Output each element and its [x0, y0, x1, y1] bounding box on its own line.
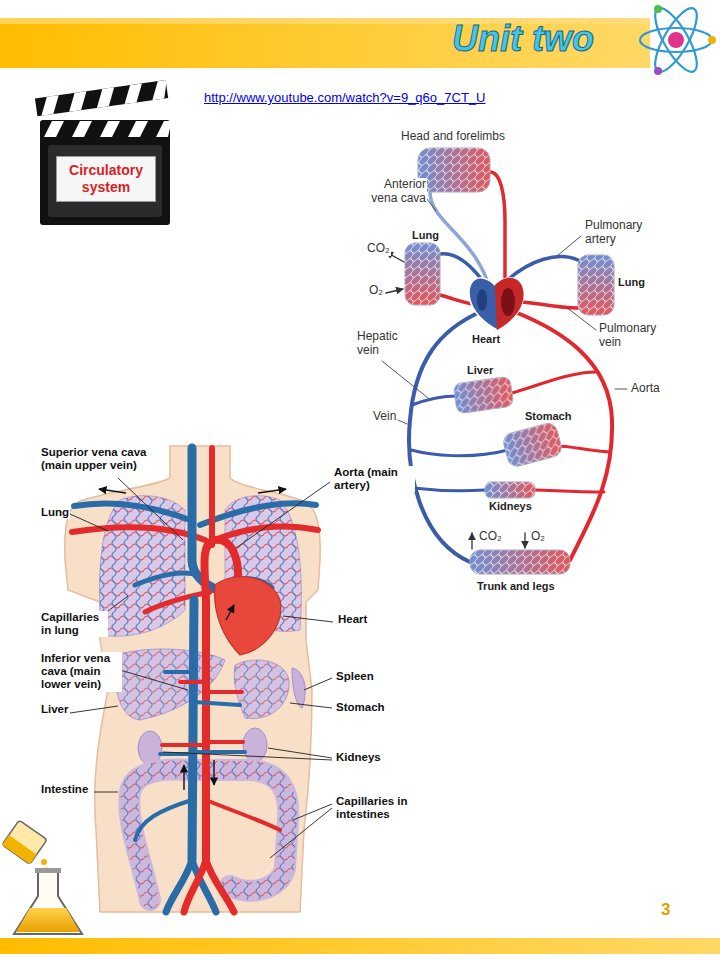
organ-label: Kidneys: [488, 500, 533, 513]
vessel-label: Aorta: [630, 382, 661, 396]
gas-label: O₂: [368, 284, 384, 298]
organ-label: Stomach: [524, 410, 572, 423]
circulation-schematic: [382, 148, 627, 574]
clapperboard-icon: [35, 80, 170, 225]
organ-label: Heart: [471, 333, 501, 346]
part-label: Liver: [40, 703, 70, 716]
page-number: 3: [660, 900, 671, 920]
organ-label: Lung: [411, 229, 440, 242]
organ-label: Lung: [617, 276, 646, 289]
part-label: Intestine: [40, 783, 89, 796]
part-label: Superior vena cava (main upper vein): [40, 446, 162, 472]
gas-label: CO₂: [478, 530, 503, 544]
region-label: Head and forelimbs: [400, 130, 506, 144]
region-label: Trunk and legs: [476, 580, 556, 593]
gas-label: CO₂: [366, 242, 391, 256]
header-bar: [0, 18, 650, 68]
vessel-label: Vein: [372, 410, 397, 424]
part-label: Lung: [40, 506, 70, 519]
part-label: Spleen: [335, 670, 375, 683]
unit-title: Unit two: [452, 18, 594, 60]
part-label: Capillaries in intestines: [335, 795, 417, 821]
vessel-label: Pulmonary vein: [598, 322, 670, 350]
part-label: Heart: [337, 613, 368, 626]
atom-icon: [640, 3, 716, 77]
part-label: Stomach: [335, 701, 386, 714]
flask-icon: [2, 820, 82, 934]
part-label: Aorta (main artery): [333, 466, 415, 492]
organ-label: Liver: [466, 364, 494, 377]
gas-label: O₂: [530, 530, 546, 544]
vessel-label: Pulmonary artery: [584, 219, 656, 247]
part-label: Capillaries in lung: [40, 611, 108, 637]
vessel-label: Anterior vena cava: [365, 178, 427, 206]
clapperboard-label: Circulatory system: [56, 156, 156, 202]
footer-bar: [0, 938, 720, 954]
part-label: Kidneys: [335, 751, 382, 764]
vessel-label: Hepatic vein: [356, 330, 408, 358]
video-link: http://www.youtube.com/watch?v=9_q6o_7CT…: [203, 91, 486, 106]
node-text: Circulatory system: [61, 162, 151, 196]
part-label: Inferior vena cava (main lower vein): [40, 652, 122, 692]
